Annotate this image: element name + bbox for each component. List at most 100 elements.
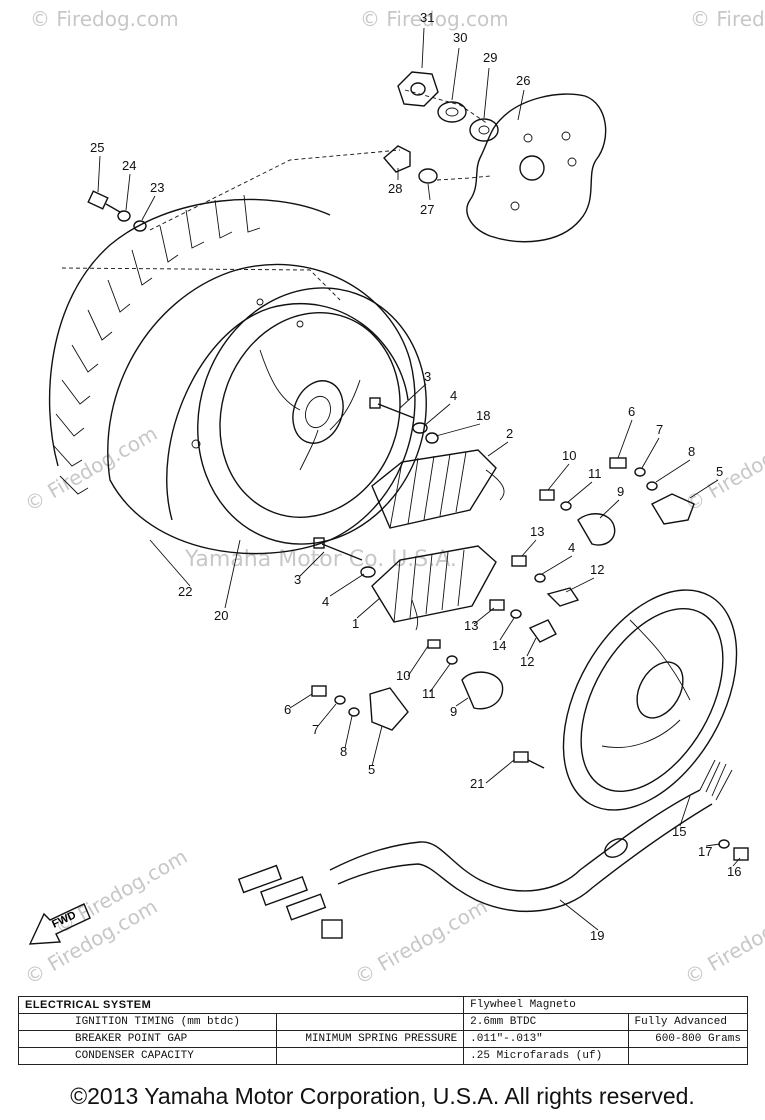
callout-18: 18 [476, 408, 490, 423]
stator-plate [562, 589, 738, 811]
spec-title: ELECTRICAL SYSTEM [17, 996, 465, 1014]
condenser-9-bottom [461, 671, 504, 710]
screw-21 [513, 751, 529, 763]
flywheel-fins [53, 194, 261, 495]
flywheel-inner-ring [197, 287, 427, 545]
bolt-28 [383, 145, 411, 173]
bolt-25 [87, 190, 109, 210]
watermark-top-right: © Firedog.com [690, 7, 765, 31]
spec-title-row: ELECTRICAL SYSTEM Flywheel Magneto [17, 996, 748, 1014]
callout-4-top: 4 [450, 388, 457, 403]
grommet-15 [604, 838, 628, 858]
callout-labels: 31 30 29 26 28 27 25 24 23 3 4 18 2 6 7 … [90, 10, 741, 943]
flywheel-hub [292, 380, 344, 444]
flywheel-outer-rim [48, 198, 331, 467]
callout-4-bottom: 4 [322, 594, 329, 609]
electrical-spec-table: ELECTRICAL SYSTEM Flywheel Magneto IGNIT… [17, 996, 749, 1065]
callout-7-bottom: 7 [312, 722, 319, 737]
screw-16 [733, 847, 749, 861]
callout-22: 22 [178, 584, 192, 599]
point-set-5-bottom [369, 687, 409, 731]
point-set-5-top [651, 493, 695, 525]
callout-11-bottom: 11 [422, 686, 436, 701]
connector [321, 919, 343, 939]
callout-13-top: 13 [530, 524, 544, 539]
callout-15: 15 [672, 824, 686, 839]
callout-3-top: 3 [424, 369, 431, 384]
clip-18 [425, 432, 439, 444]
callout-7-top: 7 [656, 422, 663, 437]
flywheel-body [107, 263, 416, 555]
spec-row: BREAKER POINT GAP MINIMUM SPRING PRESSUR… [17, 1030, 749, 1048]
washer-30 [437, 101, 467, 123]
nut-hole [410, 82, 426, 96]
spec-title-value: Flywheel Magneto [463, 996, 748, 1014]
callout-16: 16 [727, 864, 741, 879]
watermark-top-left: © Firedog.com [30, 7, 179, 31]
screw-6-top [609, 457, 627, 469]
spec-label: BREAKER POINT GAP [17, 1030, 278, 1048]
spec-row: CONDENSER CAPACITY .25 Microfarads (uf) [17, 1047, 749, 1065]
copyright-notice: ©2013 Yamaha Motor Corporation, U.S.A. A… [70, 1083, 695, 1109]
screws-3-4 [313, 397, 439, 578]
callout-9-bottom: 9 [450, 704, 457, 719]
watermark-bottom-center: © Firedog.com [351, 894, 492, 989]
spec-value2 [627, 1047, 749, 1065]
callout-10-bottom: 10 [396, 668, 410, 683]
callout-8-bottom: 8 [340, 744, 347, 759]
callout-11-top: 11 [588, 466, 602, 481]
callout-31: 31 [420, 10, 434, 25]
callout-5-top: 5 [716, 464, 723, 479]
spec-label2: MINIMUM SPRING PRESSURE [276, 1030, 465, 1048]
callout-25: 25 [90, 140, 104, 155]
nut-31 [397, 71, 439, 107]
callout-10-top: 10 [562, 448, 576, 463]
callout-24: 24 [122, 158, 136, 173]
callout-13-bottom: 13 [464, 618, 478, 633]
washer-29 [469, 118, 499, 142]
flywheel-20 [48, 149, 427, 555]
watermark-top-center: © Firedog.com [360, 7, 509, 31]
spec-value: 2.6mm BTDC [463, 1013, 629, 1031]
callout-30: 30 [453, 30, 467, 45]
nut-washer-assembly [383, 71, 607, 243]
callout-27: 27 [420, 202, 434, 217]
callouts [97, 27, 741, 931]
coil-1 [371, 545, 497, 631]
callout-19: 19 [590, 928, 604, 943]
gasket-plate-26 [466, 93, 607, 243]
callout-14: 14 [492, 638, 506, 653]
washer-24 [117, 210, 131, 222]
washer-17 [718, 839, 730, 849]
spec-label2 [276, 1047, 465, 1065]
spec-value: .011"-.013" [463, 1030, 629, 1048]
callout-12-bottom: 12 [520, 654, 534, 669]
callout-23: 23 [150, 180, 164, 195]
callout-8-top: 8 [688, 444, 695, 459]
callout-6-bottom: 6 [284, 702, 291, 717]
spec-label: CONDENSER CAPACITY [17, 1047, 278, 1065]
spec-value2: Fully Advanced [627, 1013, 749, 1031]
wiring-harness-19 [237, 759, 749, 939]
callout-28: 28 [388, 181, 402, 196]
spec-label: IGNITION TIMING (mm btdc) [17, 1013, 278, 1031]
callout-21: 21 [470, 776, 484, 791]
callout-17: 17 [698, 844, 712, 859]
right-small-parts [311, 457, 695, 769]
callout-1: 1 [352, 616, 359, 631]
callout-2: 2 [506, 426, 513, 441]
watermark-center: Yamaha Motor Co. U.S.A. [184, 547, 457, 572]
callout-4-mid: 4 [568, 540, 575, 555]
callout-20: 20 [214, 608, 228, 623]
watermark-left: © Firedog.com [21, 421, 162, 516]
spec-label2 [276, 1013, 465, 1031]
callout-9-top: 9 [617, 484, 624, 499]
coil-2 [371, 449, 505, 529]
watermark-bottom-right: © Firedog.com [681, 894, 765, 989]
condenser-9-top [577, 513, 616, 546]
washer-27 [418, 168, 438, 184]
spec-value: .25 Microfarads (uf) [463, 1047, 629, 1065]
spec-value2: 600-800 Grams [627, 1030, 749, 1048]
washer-23 [133, 220, 147, 232]
